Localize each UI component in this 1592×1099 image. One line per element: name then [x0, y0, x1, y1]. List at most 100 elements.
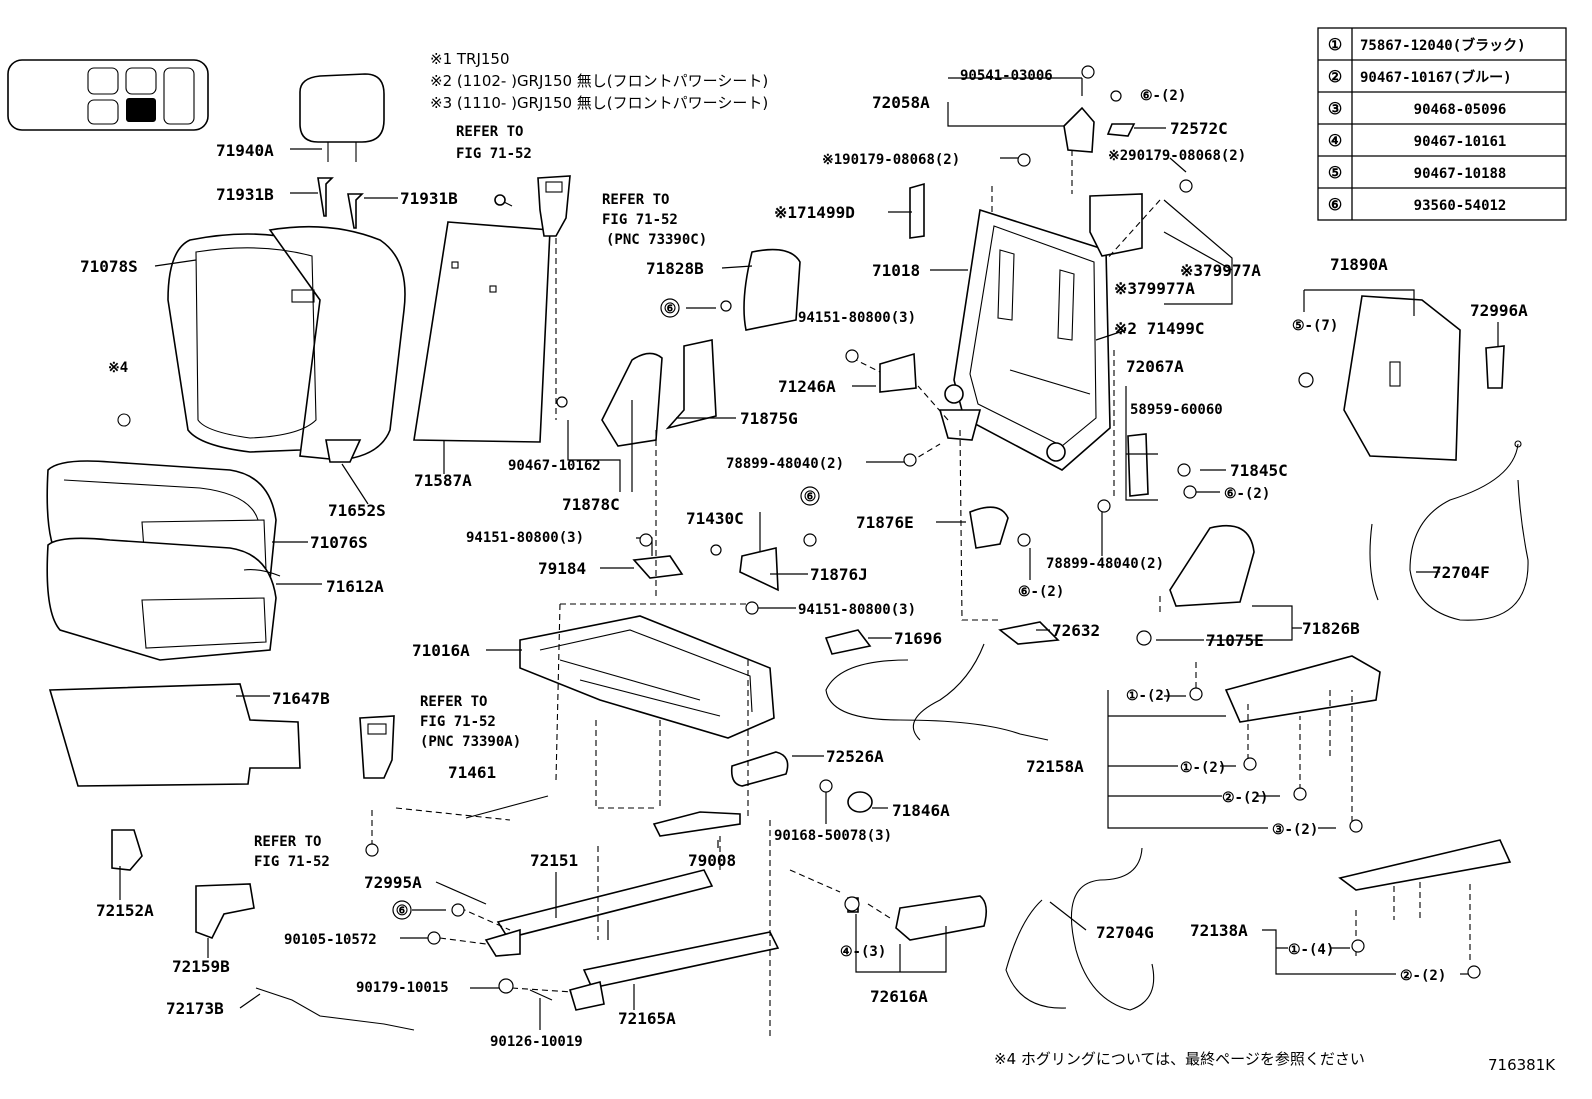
part-label: 72632 [1052, 621, 1100, 640]
cover-72152A [111, 829, 143, 871]
leader-lines [119, 77, 1499, 1030]
cover-72572C [1106, 123, 1136, 137]
seatbelt-buckle-lower [359, 715, 395, 779]
cable-71696 [825, 659, 1049, 741]
lever-72632 [998, 621, 1060, 645]
part-label: 72995A [364, 873, 422, 892]
back-board-illustration [413, 221, 551, 443]
part-label: 72158A [1026, 757, 1084, 776]
wire-72173B [255, 987, 415, 1031]
cover-72616A [895, 895, 988, 941]
legend-part: 75867-12040(ブラック) [1360, 37, 1526, 54]
part-label: 71696 [894, 629, 942, 648]
part-label: ③-(2) [1272, 822, 1318, 838]
part-label: 71876E [856, 513, 914, 532]
knob-71846A [847, 791, 873, 813]
part-label: 94151-80800(3) [798, 602, 916, 618]
part-label: 90179-10015 [356, 980, 449, 996]
assembly-guides [371, 150, 1471, 1038]
seatback-cover-illustration [167, 225, 406, 463]
part-label: 71075E [1206, 631, 1264, 650]
reference-r4: REFER TO FIG 71-52 [254, 834, 330, 870]
svg-text:※2 (1102- )GRJ150 無し(フロントパワ: ※2 (1102- )GRJ150 無し(フロントパワーシート) [430, 72, 768, 90]
legend-mark: ① [1328, 35, 1342, 54]
svg-text:FIG 71-52: FIG 71-52 [602, 212, 678, 228]
part-label: 71652S [328, 501, 386, 520]
part-label: 58959-60060 [1130, 402, 1223, 418]
clip-72996A [1485, 345, 1505, 389]
legend-part: 90467-10188 [1414, 166, 1507, 182]
part-labels: 71940A 71931B 71931B 71078S ※4 71652S 71… [80, 68, 1528, 1050]
part-label: 90105-10572 [284, 932, 377, 948]
part-label: ②-(2) [1222, 790, 1268, 806]
cover-71696 [824, 629, 872, 655]
reference-r2: REFER TO FIG 71-52 (PNC 73390C) [602, 192, 707, 248]
plate-72067A [1127, 433, 1149, 497]
svg-text:FIG 71-52: FIG 71-52 [254, 854, 330, 870]
part-label: 90126-10019 [490, 1034, 583, 1050]
applicability-notes: ※1 TRJ150 ※2 (1102- )GRJ150 無し(フロントパワーシー… [430, 50, 768, 112]
part-label: 71878C [562, 495, 620, 514]
part-label: 71246A [778, 377, 836, 396]
svg-text:(PNC 73390C): (PNC 73390C) [606, 232, 707, 248]
reference-r3: REFER TO FIG 71-52 (PNC 73390A) [420, 694, 521, 750]
part-label: 72152A [96, 901, 154, 920]
svg-text:FIG 71-52: FIG 71-52 [420, 714, 496, 730]
part-label: 71647B [272, 689, 330, 708]
part-label: 71078S [80, 257, 138, 276]
fastener-legend-table: ① 75867-12040(ブラック) ② 90467-10167(ブルー) ③… [1317, 27, 1567, 221]
part-label: ※379977A [1180, 261, 1261, 280]
part-label: ④-(3) [840, 944, 886, 960]
cable-72704F [1369, 443, 1529, 621]
part-label: 79184 [538, 559, 586, 578]
part-label: ※171499D [774, 203, 855, 222]
part-label: 72173B [166, 999, 224, 1018]
part-label: ※290179-08068(2) [1108, 148, 1246, 164]
fasteners [117, 65, 1522, 1001]
seat-frame-71016A [519, 615, 775, 739]
svg-text:(PNC 73390A): (PNC 73390A) [420, 734, 521, 750]
part-label: 71876J [810, 565, 868, 584]
seat-cushion-illustration [46, 460, 281, 661]
part-label: 71461 [448, 763, 496, 782]
part-label: ※190179-08068(2) [822, 152, 960, 168]
part-label: 71875G [740, 409, 798, 428]
part-label: 71076S [310, 533, 368, 552]
lever-71876J [739, 547, 779, 592]
part-label: ⑥-(2) [1140, 88, 1186, 104]
part-label: ⑥ [804, 489, 817, 505]
part-label: 72572C [1170, 119, 1228, 138]
part-label: 72165A [618, 1009, 676, 1028]
svg-text:FIG 71-52: FIG 71-52 [456, 146, 532, 162]
cable-72632 [912, 643, 985, 741]
part-label: ①-(2) [1180, 760, 1226, 776]
part-label: ⑥ [396, 903, 409, 919]
svg-text:※1 TRJ150: ※1 TRJ150 [430, 50, 510, 68]
part-label: 71430C [686, 509, 744, 528]
svg-text:REFER TO: REFER TO [456, 124, 523, 140]
seat-track-72151 [484, 869, 714, 957]
part-label: 71828B [646, 259, 704, 278]
bracket-79184 [632, 555, 684, 579]
part-label: 72138A [1190, 921, 1248, 940]
seatbelt-buckle-upper [494, 175, 571, 237]
legend-mark: ② [1328, 67, 1342, 86]
part-label: 71846A [892, 801, 950, 820]
part-label: 72526A [826, 747, 884, 766]
lock-79977A [1089, 193, 1143, 257]
part-label: ⑤-(7) [1292, 318, 1338, 334]
part-label: ②-(2) [1400, 968, 1446, 984]
floor-mat-illustration [48, 683, 301, 787]
part-label: 78899-48040(2) [1046, 556, 1164, 572]
bracket-71499D [909, 182, 925, 239]
side-cover-71828B [743, 248, 801, 331]
part-label: 72704G [1096, 923, 1154, 942]
back-board-71890A [1343, 295, 1461, 461]
reference-r1: REFER TO FIG 71-52 [456, 124, 532, 162]
part-label: ⑥-(2) [1018, 584, 1064, 600]
seat-track-72165A [568, 931, 780, 1011]
part-label: 78899-48040(2) [726, 456, 844, 472]
legend-part: 90468-05096 [1414, 102, 1507, 118]
scuff-plate-72158A [1224, 655, 1381, 723]
